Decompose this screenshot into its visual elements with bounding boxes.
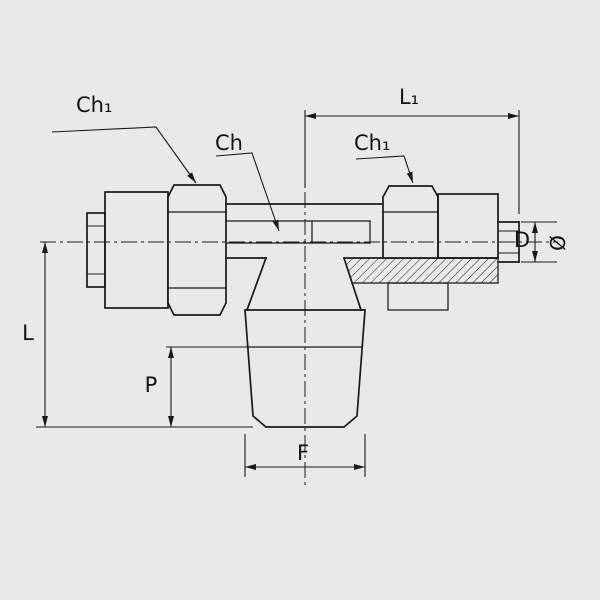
section-hatch [225,256,499,312]
label-ch1-left: Ch₁ [76,93,112,117]
stud-neck [247,258,361,310]
dimensions [36,110,557,477]
label-diameter-symbol: Ø [545,235,569,251]
label-d: D [514,228,530,252]
fitting-drawing [86,184,520,428]
left-tube-cap [86,212,106,288]
label-l1: L₁ [399,85,419,109]
knurled-nut-left [104,191,169,309]
centerlines [40,192,558,486]
leader-ch [215,152,280,232]
label-ch: Ch [215,131,243,155]
hex-nut-right [382,185,439,259]
leader-ch1-left [51,126,197,184]
dimension-l [36,242,253,428]
knurled-nut-right [437,193,499,259]
dimension-p [166,346,248,427]
label-ch1-right: Ch₁ [354,131,390,155]
leader-ch1-right [355,155,414,184]
label-f: F [297,441,309,465]
label-p: P [145,373,158,397]
hex-nut-left [167,184,227,316]
labels: Ch₁ Ch L₁ Ch₁ D Ø L P F [22,85,569,465]
label-l: L [22,321,34,345]
dimension-l1 [304,110,520,214]
